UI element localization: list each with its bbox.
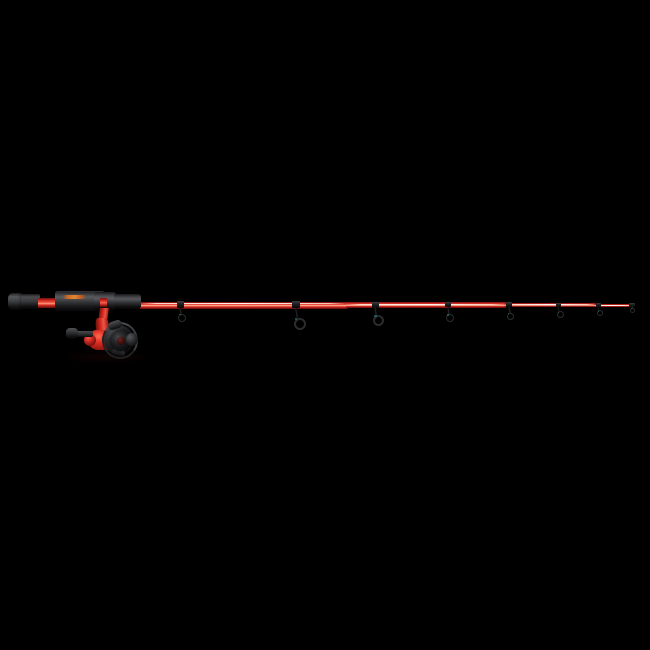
- guide-ring-highlight: [294, 318, 298, 320]
- guide-thread-wrap: [629, 303, 635, 307]
- line-guide-7: [596, 302, 603, 318]
- guide-ring: [630, 307, 636, 313]
- handle-red-accent: [38, 298, 57, 308]
- rear-grip: [21, 294, 40, 309]
- guide-thread-wrap: [372, 301, 379, 308]
- line-guide-6: [556, 302, 564, 320]
- line-guide-1: [177, 301, 187, 322]
- reel-side-cover: [84, 334, 96, 346]
- reel-handle-knob: [66, 328, 78, 339]
- guide-ring-highlight: [597, 310, 599, 312]
- brand-logo-decal: [63, 294, 86, 299]
- guide-ring: [557, 311, 564, 319]
- guide-ring: [507, 312, 515, 320]
- rod-blank-mid-section: [346, 302, 506, 308]
- guide-ring-highlight: [179, 314, 182, 316]
- line-guide-4: [445, 301, 455, 322]
- guide-thread-wrap: [445, 301, 451, 308]
- guide-thread-wrap: [506, 301, 512, 307]
- guide-leg: [294, 307, 299, 319]
- guide-ring-highlight: [447, 314, 449, 316]
- guide-ring-highlight: [507, 313, 510, 315]
- line-guide-8: [629, 303, 636, 315]
- guide-thread-wrap: [596, 302, 601, 307]
- drag-adjust-knob: [126, 333, 138, 346]
- drop-shadow: [60, 352, 150, 362]
- line-guide-3: [372, 301, 385, 326]
- guide-ring: [446, 313, 455, 322]
- spool-hub: [117, 337, 125, 345]
- guide-ring: [373, 314, 385, 326]
- guide-thread-wrap: [177, 301, 184, 308]
- reel-handle-shaft: [73, 331, 93, 337]
- guide-thread-wrap: [556, 302, 561, 307]
- guide-thread-wrap: [292, 301, 300, 308]
- line-guide-2: [292, 301, 306, 330]
- rod-blank-lower-section: [138, 301, 348, 309]
- guide-ring: [178, 313, 187, 322]
- foregrip-red-accent: [100, 298, 107, 307]
- guide-ring-highlight: [374, 315, 377, 317]
- fore-grip: [114, 294, 141, 309]
- guide-ring-highlight: [630, 308, 632, 310]
- line-guide-5: [506, 301, 515, 320]
- rod-blank-upper-section: [504, 303, 596, 308]
- guide-ring: [293, 317, 306, 330]
- guide-ring-highlight: [557, 311, 560, 313]
- butt-cap: [8, 293, 23, 310]
- guide-ring: [597, 310, 603, 317]
